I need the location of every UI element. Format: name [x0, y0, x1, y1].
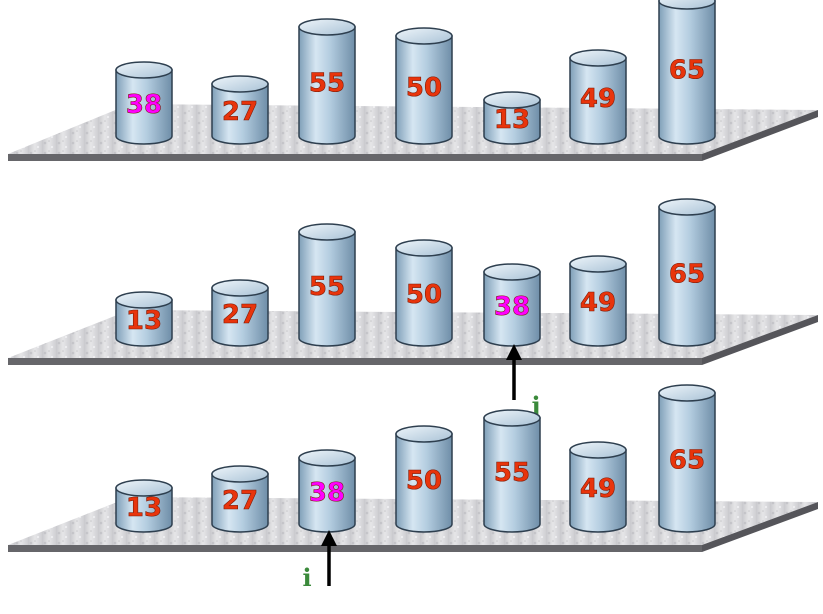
cylinder-top: [395, 239, 453, 257]
cylinder: 65: [658, 384, 716, 533]
cylinder-value: 65: [669, 56, 705, 86]
cylinder-value: 27: [222, 300, 258, 330]
platform-side-edge: [702, 502, 818, 552]
cylinder-value: 55: [309, 69, 345, 99]
cylinder-value: 55: [309, 272, 345, 302]
cylinder: 50: [395, 239, 453, 347]
pointer-arrowhead: [321, 530, 337, 546]
cylinder: 27: [211, 465, 269, 533]
cylinder-top: [569, 49, 627, 67]
cylinder-value: 65: [669, 446, 705, 476]
pointer-i: i: [302, 530, 337, 592]
cylinder-top: [211, 279, 269, 297]
cylinder-top: [483, 409, 541, 427]
cylinder-value: 49: [580, 84, 616, 114]
cylinder: 27: [211, 279, 269, 347]
cylinder: 55: [298, 223, 356, 347]
cylinder: 13: [483, 91, 541, 145]
cylinder-top: [658, 0, 716, 10]
row-group-3: 13 27 38 50 55 49 65 i: [8, 384, 818, 592]
cylinder-top: [395, 425, 453, 443]
cylinder-value: 49: [580, 474, 616, 504]
cylinder-top: [115, 479, 173, 497]
cylinder: 50: [395, 27, 453, 145]
cylinder-body: [483, 99, 541, 145]
row-group-1: 38 27 55 50 13 49 65: [8, 0, 818, 161]
cylinder-body: [115, 487, 173, 533]
platform-side-edge: [702, 110, 818, 161]
cylinder-body: [395, 247, 453, 347]
cylinder-top: [211, 465, 269, 483]
cylinder-top: [115, 61, 173, 79]
cylinder-top: [298, 223, 356, 241]
cylinder-body: [115, 69, 173, 145]
cylinder-value-highlight: 38: [126, 90, 162, 120]
cylinder: 13: [115, 479, 173, 533]
cylinder-top: [483, 91, 541, 109]
cylinder: 50: [395, 425, 453, 533]
cylinder-top: [658, 384, 716, 402]
cylinder-value: 13: [494, 105, 530, 135]
cylinder-body: [115, 299, 173, 347]
cylinder-body: [211, 287, 269, 347]
cylinder-body: [569, 449, 627, 533]
platform-front-edge: [8, 545, 702, 552]
cylinder-top: [115, 291, 173, 309]
cylinder: 38: [298, 449, 356, 533]
cylinder-top: [569, 441, 627, 459]
cylinder-body: [658, 392, 716, 533]
cylinder-body: [395, 35, 453, 145]
cylinder-top: [298, 449, 356, 467]
cylinder-body: [569, 263, 627, 347]
cylinder-top: [483, 263, 541, 281]
cylinder-value-highlight: 38: [494, 292, 530, 322]
cylinder-value: 13: [126, 306, 162, 336]
cylinder-body: [658, 0, 716, 145]
cylinder: 13: [115, 291, 173, 347]
cylinder-body: [298, 26, 356, 145]
pointer-label: i: [302, 563, 311, 592]
pointer-arrowhead: [506, 344, 522, 360]
cylinder-value: 55: [494, 458, 530, 488]
cylinder: 65: [658, 198, 716, 347]
cylinder-body: [298, 231, 356, 347]
cylinder-body: [483, 417, 541, 533]
cylinder: 55: [483, 409, 541, 533]
cylinder: 27: [211, 75, 269, 145]
platform-side-edge: [702, 315, 818, 365]
platform-front-edge: [8, 358, 702, 365]
cylinder-value: 50: [406, 466, 442, 496]
cylinder: 49: [569, 441, 627, 533]
cylinder: 38: [483, 263, 541, 347]
cylinder-top: [395, 27, 453, 45]
platform-front-edge: [8, 154, 702, 161]
cylinder-value: 27: [222, 97, 258, 127]
cylinder-top: [569, 255, 627, 273]
pointer-j: j: [506, 344, 540, 420]
cylinder-body: [395, 433, 453, 533]
cylinder-value: 65: [669, 260, 705, 290]
cylinder-top: [211, 75, 269, 93]
cylinder-top: [658, 198, 716, 216]
cylinder-body: [211, 473, 269, 533]
cylinder-value: 50: [406, 280, 442, 310]
cylinder-body: [211, 83, 269, 145]
cylinder-value: 49: [580, 288, 616, 318]
row-group-2: 13 27 55 50 38 49 65 j: [8, 198, 818, 420]
cylinder: 65: [658, 0, 716, 145]
cylinder-body: [569, 57, 627, 145]
cylinder-value: 50: [406, 73, 442, 103]
cylinder-value: 13: [126, 493, 162, 523]
cylinder-value-highlight: 38: [309, 478, 345, 508]
cylinder-value: 27: [222, 486, 258, 516]
cylinder: 38: [115, 61, 173, 145]
cylinder-body: [658, 206, 716, 347]
cylinder: 55: [298, 18, 356, 145]
cylinder-top: [298, 18, 356, 36]
cylinder: 49: [569, 49, 627, 145]
pointer-label: j: [530, 391, 541, 420]
cylinder: 49: [569, 255, 627, 347]
